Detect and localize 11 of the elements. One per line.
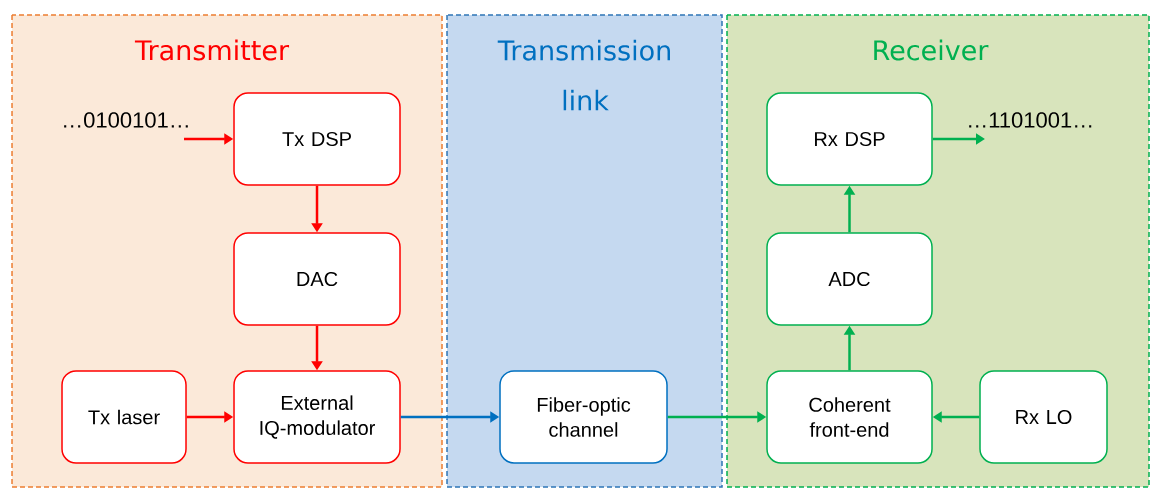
process-box: Coherent front-end — [766, 370, 933, 464]
bit-sequence: …0100101… — [64, 112, 188, 128]
process-box: Rx DSP — [766, 92, 933, 186]
process-box: Fiber-optic channel — [499, 370, 668, 464]
process-box: Rx LO — [979, 370, 1108, 464]
process-box: Tx DSP — [233, 92, 401, 186]
bit-sequence: …1101001… — [969, 112, 1092, 128]
process-box: DAC — [233, 232, 401, 326]
process-box: Tx laser — [61, 370, 187, 464]
process-box: ADC — [766, 232, 933, 326]
process-box: External IQ-modulator — [233, 370, 401, 464]
